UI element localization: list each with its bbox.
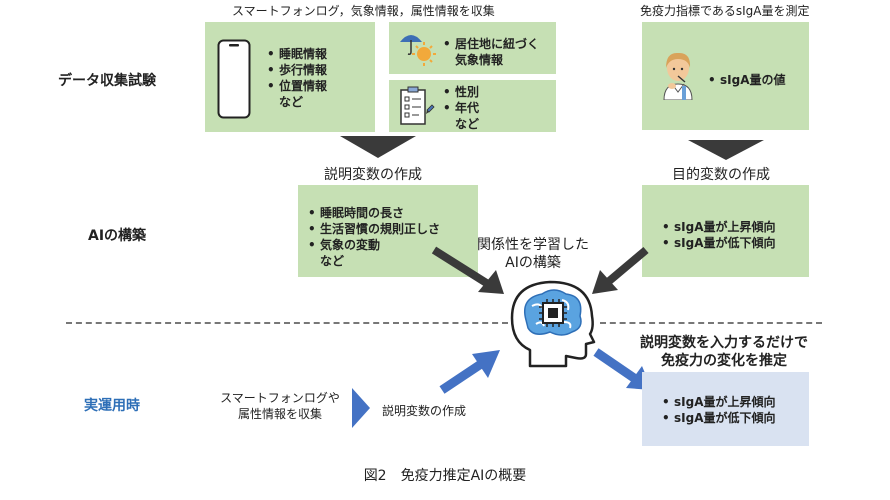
list-item: 性別 (441, 84, 479, 100)
ai-learning-label-line2: AIの構築 (505, 255, 561, 271)
list-item: 居住地に紐づく (441, 36, 539, 52)
weather-umbrella-sun-icon (397, 28, 437, 72)
down-arrow-icon (340, 136, 416, 158)
list-item: 気象情報 (455, 53, 504, 67)
row-label-ai-build: AIの構築 (88, 228, 147, 244)
list-item: 気象の変動 (306, 237, 440, 253)
list-item: sIgA量が低下傾向 (660, 235, 776, 251)
list-item: 位置情報 (265, 78, 327, 94)
estimate-result-list: sIgA量が上昇傾向 sIgA量が低下傾向 (660, 394, 776, 426)
explanatory-heading: 説明変数の作成 (324, 167, 422, 183)
checklist-clipboard-icon (399, 86, 435, 132)
row-label-data-collection: データ収集試験 (58, 73, 156, 89)
list-item: sIgA量が上昇傾向 (660, 219, 776, 235)
operation-collect-line1: スマートフォンログや (220, 391, 340, 405)
weather-data-list: 居住地に紐づく 気象情報 (441, 36, 539, 68)
siga-measure-box: sIgA量の値 (642, 22, 809, 130)
list-item: など (320, 254, 345, 268)
attribute-data-box: 性別 年代 など (389, 80, 556, 132)
down-arrow-icon (688, 140, 764, 160)
list-item: 年代 (441, 100, 479, 116)
arrow-into-brain-blue-icon (439, 350, 500, 394)
estimate-heading: 説明変数を入力するだけで 免疫力の変化を推定 (626, 334, 822, 370)
list-item: 生活習慣の規則正しさ (306, 221, 440, 237)
estimate-result-box: sIgA量が上昇傾向 sIgA量が低下傾向 (642, 372, 809, 446)
objective-box: sIgA量が上昇傾向 sIgA量が低下傾向 (642, 185, 809, 277)
list-item: sIgA量の値 (706, 72, 786, 88)
explanatory-list: 睡眠時間の長さ 生活習慣の規則正しさ 気象の変動 など (306, 205, 440, 269)
data-sources-caption: スマートフォンログ，気象情報，属性情報を収集 (232, 4, 495, 18)
objective-heading: 目的変数の作成 (672, 167, 770, 183)
list-item: sIgA量が低下傾向 (660, 410, 776, 426)
list-item: 歩行情報 (265, 62, 327, 78)
estimate-heading-line2: 免疫力の変化を推定 (661, 353, 787, 369)
smartphone-icon (217, 39, 251, 123)
weather-data-box: 居住地に紐づく 気象情報 (389, 22, 556, 74)
figure-caption: 図2 免疫力推定AIの概要 (363, 468, 527, 484)
operation-collect-text: スマートフォンログや 属性情報を収集 (206, 390, 354, 422)
estimate-heading-line1: 説明変数を入力するだけで (640, 335, 808, 351)
list-item: 睡眠時間の長さ (306, 205, 440, 221)
operation-collect-line2: 属性情報を収集 (237, 407, 322, 421)
objective-list: sIgA量が上昇傾向 sIgA量が低下傾向 (660, 219, 776, 251)
list-item: など (455, 117, 480, 131)
phone-data-list: 睡眠情報 歩行情報 位置情報 など (265, 46, 327, 110)
ai-learning-label-line1: 関係性を学習した (477, 237, 589, 253)
separator-line-left (66, 322, 508, 324)
attribute-data-list: 性別 年代 など (441, 84, 479, 132)
list-item: sIgA量が上昇傾向 (660, 394, 776, 410)
siga-measure-list: sIgA量の値 (706, 72, 786, 88)
list-item: など (279, 95, 304, 109)
person-thermometer-icon (658, 50, 698, 104)
arrow-to-brain-right-icon (592, 246, 649, 294)
ai-learning-label: 関係性を学習した AIの構築 (470, 236, 596, 272)
siga-measure-caption: 免疫力指標であるsIgA量を測定 (640, 4, 810, 18)
phone-data-box: 睡眠情報 歩行情報 位置情報 など (205, 22, 375, 132)
arrow-to-brain-left-icon (431, 246, 504, 294)
separator-line-right (600, 322, 822, 324)
ai-brain-chip-icon (506, 276, 598, 374)
right-triangle-arrow-icon (352, 388, 370, 428)
operation-explanatory-text: 説明変数の作成 (382, 404, 467, 418)
list-item: 睡眠情報 (265, 46, 327, 62)
row-label-operation: 実運用時 (84, 398, 140, 414)
